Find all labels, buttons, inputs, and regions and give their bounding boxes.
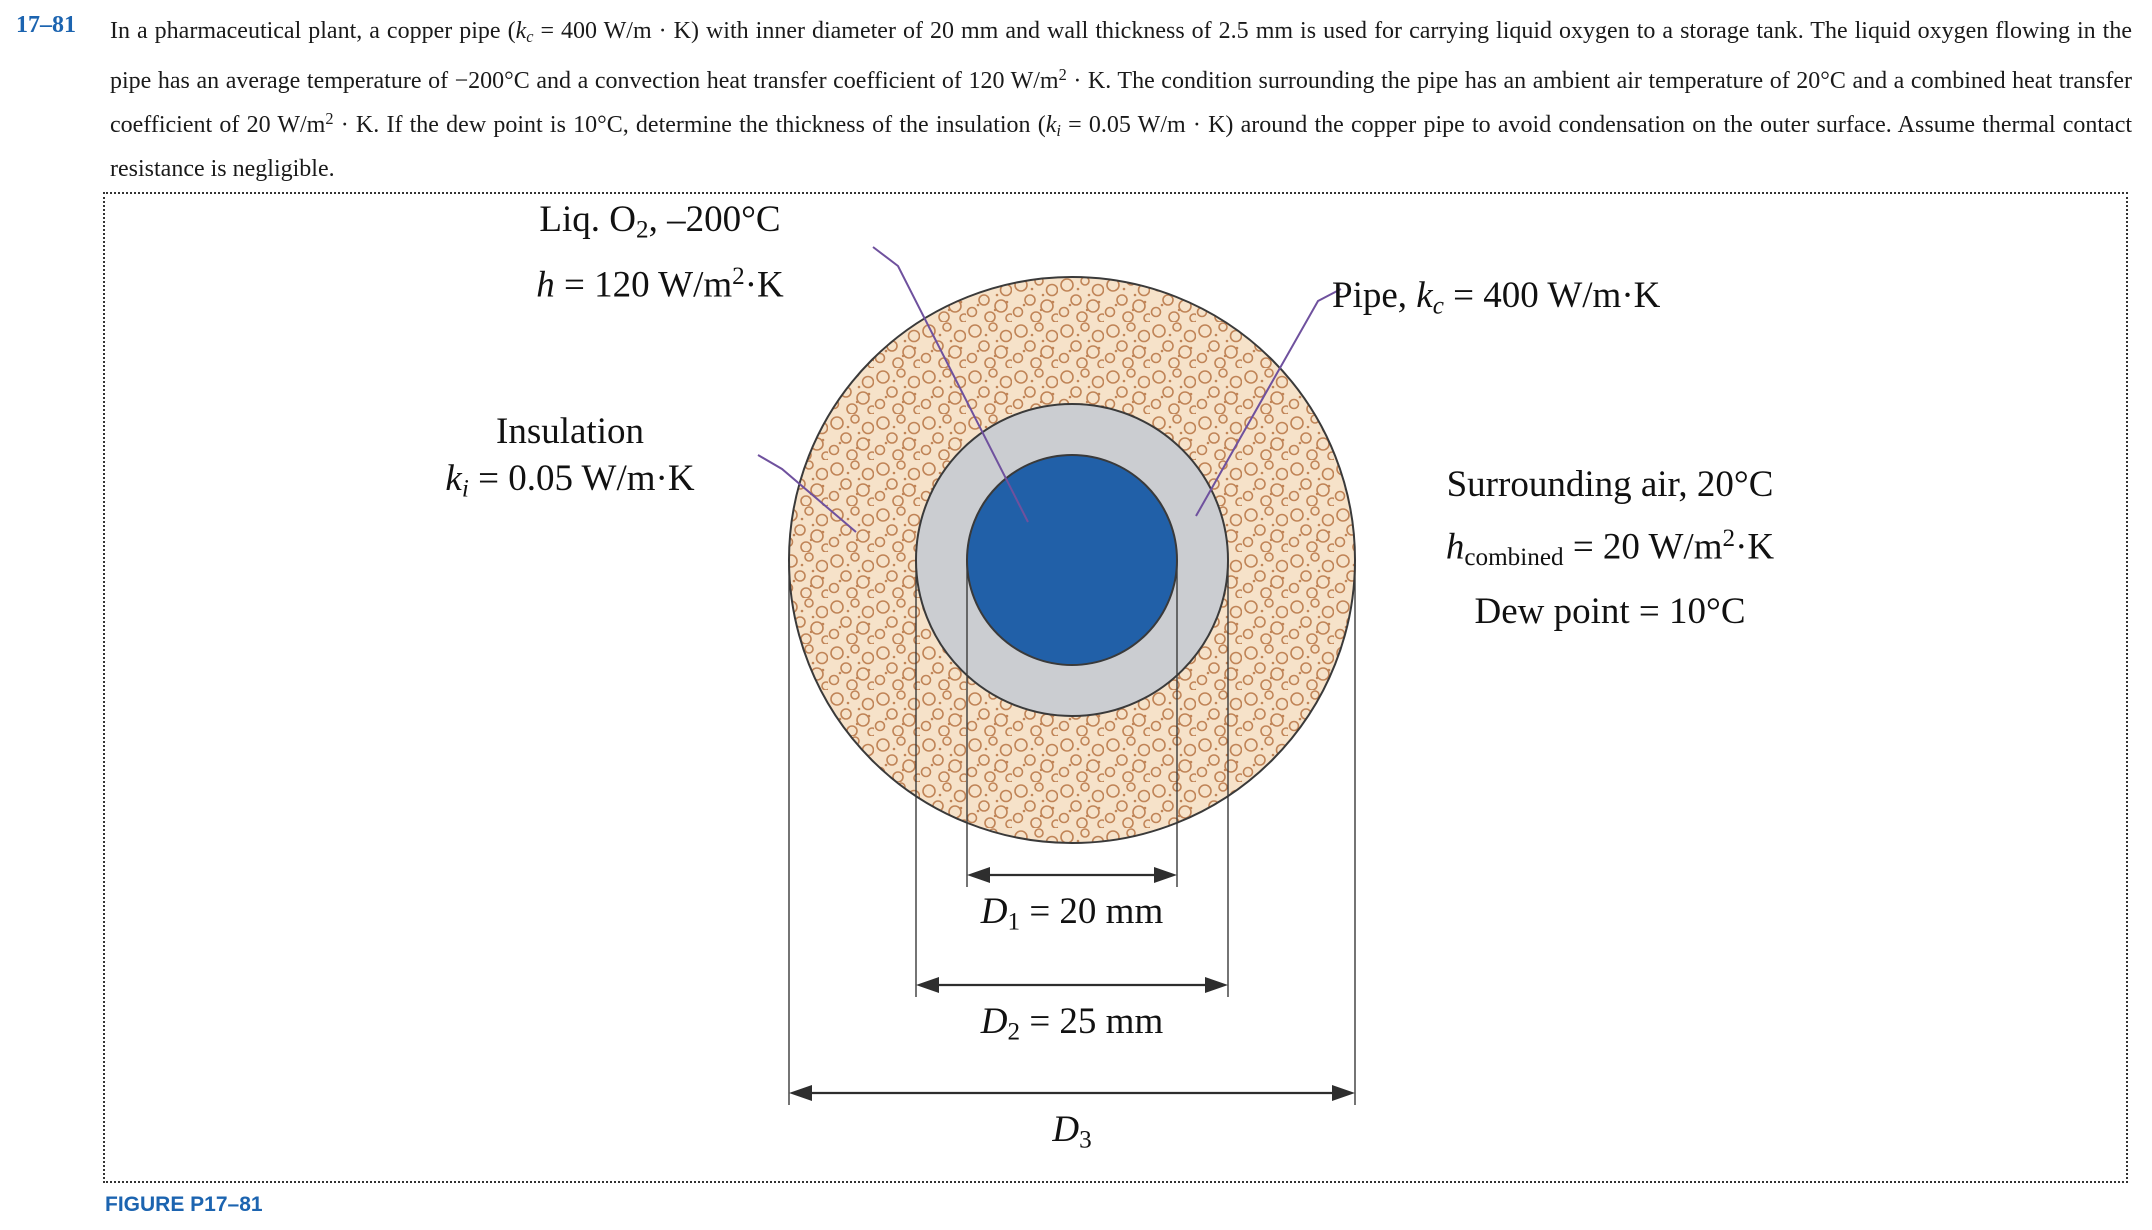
d2-dimension-arrow [916,977,1228,993]
figure-box [103,192,2128,1183]
oxygen-core-circle [966,454,1178,666]
liq-o2-leader-line [872,246,1029,523]
problem-number: 17–81 [16,12,76,38]
surrounding-air-label-line1: Surrounding air, 20°C [1446,464,1774,505]
problem-statement: In a pharmaceutical plant, a copper pipe… [110,18,2133,183]
d2-dimension-label: D2 = 25 mm [980,1001,1164,1046]
insulation-leader-line [757,454,857,533]
pipe-label: Pipe, kc = 400 W/m·K [1332,275,1661,320]
insulation-label-line2: ki = 0.05 W/m·K [445,458,695,503]
d3-dimension-arrow [789,1085,1355,1101]
surrounding-air-label-line3: Dew point = 10°C [1474,590,1746,632]
d1-dimension-label: D1 = 20 mm [980,891,1164,936]
surrounding-air-label: Surrounding air, 20°C hcombined = 20 W/m… [1360,458,1860,639]
liquid-oxygen-label: Liq. O2, –200°C h = 120 W/m2·K [430,196,890,309]
liquid-oxygen-label-line2: h = 120 W/m2·K [536,263,784,306]
extension-lines [788,561,1356,1105]
d3-dimension-label: D3 [1052,1109,1092,1154]
liquid-oxygen-label-line1: Liq. O2, –200°C [539,199,781,244]
pipe-leader-line [1195,288,1342,517]
insulation-label-line1: Insulation [496,411,644,452]
d1-dimension-arrow [967,867,1177,883]
surrounding-air-label-line2: hcombined = 20 W/m2·K [1445,525,1775,571]
insulation-label: Insulation ki = 0.05 W/m·K [360,408,780,512]
figure-caption: FIGURE P17–81 [105,1193,263,1216]
